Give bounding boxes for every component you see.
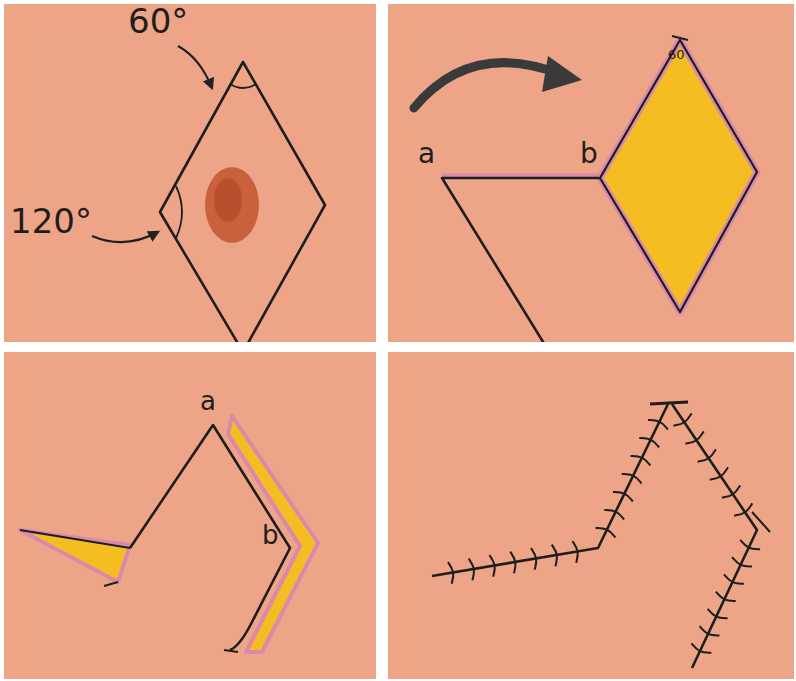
suture-stitch xyxy=(685,431,703,443)
suture-stitch xyxy=(648,420,668,430)
suture-stitch xyxy=(631,456,651,466)
panel-ground xyxy=(4,4,376,342)
suture-stitch xyxy=(710,467,728,479)
suture-stitch xyxy=(448,562,453,584)
flap-design xyxy=(414,36,757,342)
suture-stitch xyxy=(716,592,736,601)
sutured-closure xyxy=(432,402,770,668)
point-label: b xyxy=(580,140,598,168)
suture-stitch xyxy=(722,485,740,497)
suture-stitch xyxy=(700,626,720,635)
point-label: a xyxy=(200,388,216,414)
suture-stitch xyxy=(596,528,616,538)
suture-stitch xyxy=(510,552,515,574)
suture-stitch xyxy=(604,510,624,520)
panel-ground xyxy=(4,352,376,679)
flap-transposition xyxy=(20,416,318,652)
suture-stitch xyxy=(691,643,711,652)
suture-stitch xyxy=(734,503,752,515)
suture-stitch xyxy=(572,541,577,563)
angle-label: 60° xyxy=(128,4,188,38)
point-label: a xyxy=(418,140,435,168)
suture-stitch xyxy=(724,574,744,583)
angle-label: 120° xyxy=(10,204,92,238)
suture-stitch xyxy=(698,449,716,461)
panel-ground xyxy=(388,4,794,342)
point-label: b xyxy=(262,522,279,548)
suture-stitch xyxy=(708,609,728,618)
suture-stitch xyxy=(639,438,659,448)
panel-ground xyxy=(388,352,794,679)
suture-stitch xyxy=(673,413,691,425)
suture-stitch xyxy=(732,557,752,566)
suture-stitch xyxy=(740,540,760,549)
suture-stitch xyxy=(622,474,642,484)
rhombus-defect xyxy=(92,46,325,342)
suture-stitch xyxy=(469,559,474,581)
angle-label: 60 xyxy=(668,48,685,61)
suture-stitch xyxy=(613,492,633,502)
suture-stitch xyxy=(489,555,494,577)
suture-stitch xyxy=(552,545,557,567)
suture-stitch xyxy=(531,548,536,570)
